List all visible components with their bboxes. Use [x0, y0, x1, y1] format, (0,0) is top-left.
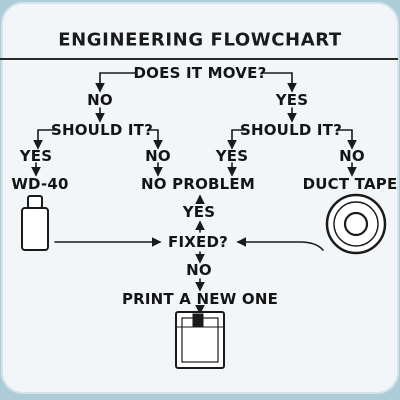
connector-moves-yes	[262, 72, 297, 93]
connector-moves-no	[95, 72, 137, 93]
branch-yes-left-left: YES	[19, 147, 53, 165]
branch-yes-right: YES	[275, 91, 309, 109]
branch-no-left: NO	[87, 91, 113, 109]
decision-should-it-right: SHOULD IT?	[239, 121, 343, 139]
connector-should-left-yes	[33, 129, 57, 150]
branch-no-right-right: NO	[339, 147, 365, 165]
connector-should-right-no	[337, 129, 357, 150]
decision-does-it-move: DOES IT MOVE?	[133, 64, 267, 82]
branch-yes-up: YES	[182, 203, 216, 221]
connector-should-right-yes	[227, 129, 245, 150]
outcome-duct-tape: DUCT TAPE	[302, 175, 398, 193]
flowchart-title: ENGINEERING FLOWCHART	[58, 29, 342, 51]
branch-no-left-right: NO	[145, 147, 171, 165]
decision-should-it-left: SHOULD IT?	[50, 121, 154, 139]
connector-should-left-no	[147, 129, 163, 150]
title-divider	[0, 58, 398, 60]
spray-can-icon	[21, 195, 49, 251]
branch-no-down: NO	[186, 261, 212, 279]
outcome-wd40: WD-40	[11, 175, 69, 193]
outcome-print-new: PRINT A NEW ONE	[121, 290, 279, 308]
decision-fixed: FIXED?	[168, 233, 228, 251]
outcome-no-problem: NO PROBLEM	[141, 175, 255, 193]
connector-tape-fixed	[236, 237, 324, 251]
3d-printer-icon	[175, 311, 225, 369]
tape-roll-icon	[325, 193, 387, 255]
branch-yes-right-left: YES	[215, 147, 249, 165]
